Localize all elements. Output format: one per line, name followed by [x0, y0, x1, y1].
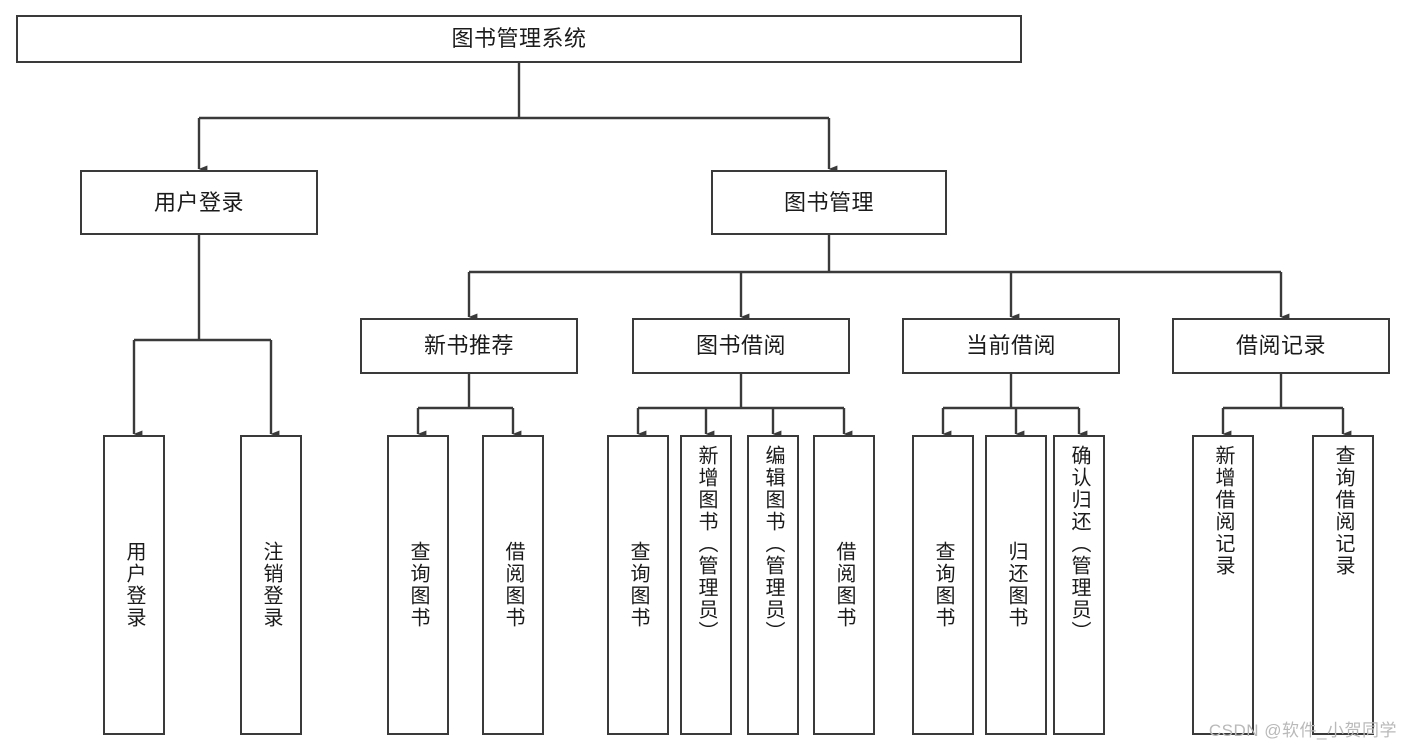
node-leaf-query-1: 查询图书 [387, 435, 449, 735]
node-label: 查询图书 [407, 541, 429, 629]
node-label: 图书管理系统 [451, 26, 587, 52]
node-label: 用户登录 [153, 189, 244, 215]
node-label: 查询图书 [932, 541, 954, 629]
node-leaf-add-rec: 新增借阅记录 [1192, 435, 1254, 735]
node-label: 查询借阅记录 [1332, 445, 1354, 577]
node-label: 编辑图书（管理员） [762, 445, 784, 643]
node-label: 新增借阅记录 [1212, 445, 1234, 577]
node-leaf-logout: 注销登录 [240, 435, 302, 735]
node-leaf-add-book: 新增图书（管理员） [680, 435, 732, 735]
node-label: 借阅记录 [1235, 333, 1326, 359]
node-label: 查询图书 [627, 541, 649, 629]
node-leaf-edit-book: 编辑图书（管理员） [747, 435, 799, 735]
node-leaf-query-rec: 查询借阅记录 [1312, 435, 1374, 735]
node-label: 新书推荐 [423, 333, 514, 359]
node-borrow-record: 借阅记录 [1172, 318, 1390, 374]
node-label: 新增图书（管理员） [695, 445, 717, 643]
node-leaf-return: 归还图书 [985, 435, 1047, 735]
node-label: 归还图书 [1005, 541, 1027, 629]
node-leaf-user-login: 用户登录 [103, 435, 165, 735]
node-label: 当前借阅 [965, 333, 1056, 359]
connector-lines [132, 63, 1352, 438]
node-label: 注销登录 [260, 541, 282, 629]
node-book-borrow: 图书借阅 [632, 318, 850, 374]
watermark-label: CSDN @软件_小贺同学 [1208, 721, 1397, 740]
node-label: 用户登录 [123, 541, 145, 629]
node-leaf-confirm: 确认归还（管理员） [1053, 435, 1105, 735]
node-label: 确认归还（管理员） [1068, 445, 1090, 643]
node-label: 借阅图书 [502, 541, 524, 629]
node-leaf-query-2: 查询图书 [607, 435, 669, 735]
node-new-book-rec: 新书推荐 [360, 318, 578, 374]
node-leaf-borrow-1: 借阅图书 [482, 435, 544, 735]
node-root: 图书管理系统 [16, 15, 1022, 63]
node-current-borrow: 当前借阅 [902, 318, 1120, 374]
node-label: 图书借阅 [695, 333, 786, 359]
node-label: 图书管理 [783, 189, 874, 215]
node-leaf-query-3: 查询图书 [912, 435, 974, 735]
node-book-manage: 图书管理 [711, 170, 947, 235]
node-user-login: 用户登录 [80, 170, 318, 235]
node-leaf-borrow-2: 借阅图书 [813, 435, 875, 735]
node-label: 借阅图书 [833, 541, 855, 629]
